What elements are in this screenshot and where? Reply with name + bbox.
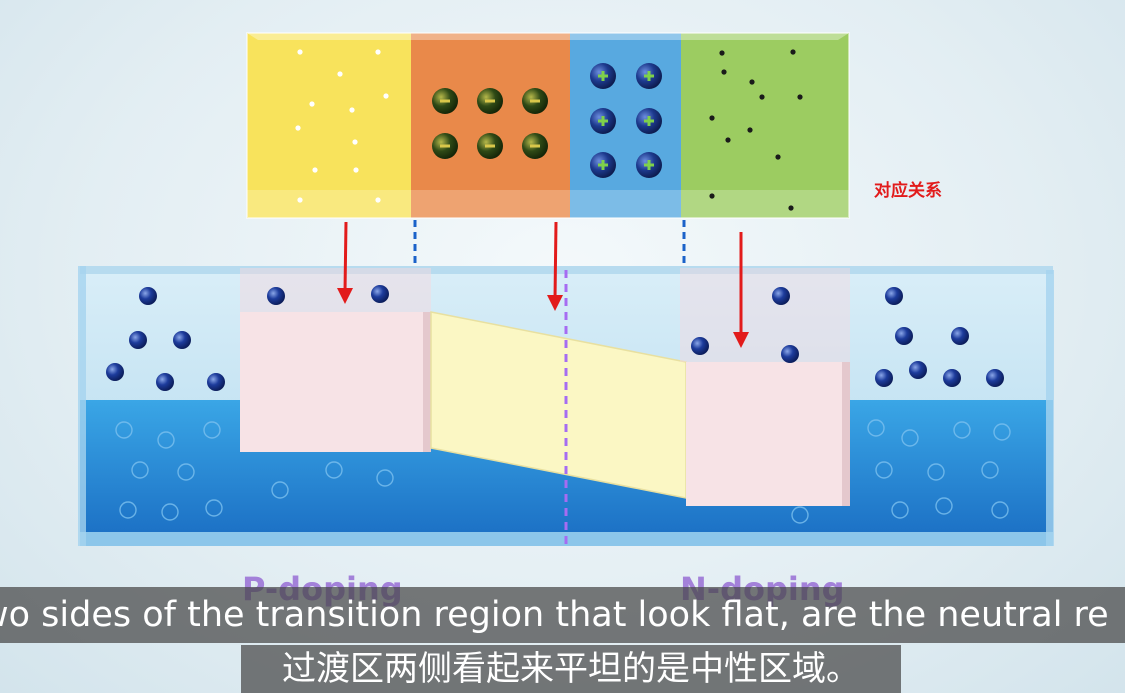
carrier-ball [267,287,285,305]
hole-dot [312,167,318,173]
carrier-ball [139,287,157,305]
carrier-ball [173,331,191,349]
positive-ion-icon [636,108,662,134]
tank-left-edge [78,266,86,546]
carrier-ball [156,373,174,391]
carrier-ball [909,361,927,379]
electron-dot [719,50,725,56]
negative-ion-icon [432,133,458,159]
p-type-strip [247,33,412,218]
electron-dot [709,115,715,121]
hole-dot [353,167,359,173]
p-block-side [423,312,431,452]
english-subtitle: wo sides of the transition region that l… [0,587,1125,643]
positive-ion-icon [636,152,662,178]
hole-dot [375,49,381,55]
electron-dot [709,193,715,199]
electron-dot [759,94,765,100]
electron-dot [775,154,781,160]
p-side-block [240,268,431,452]
carrier-ball [772,287,790,305]
negative-ion-icon [432,88,458,114]
positive-ion-icon [636,63,662,89]
hole-dot [383,93,389,99]
hole-dot [309,101,315,107]
hole-dot [375,197,381,203]
n-type-strip [681,33,849,218]
hole-dot [297,49,303,55]
carrier-ball [207,373,225,391]
depletion-positive-strip [570,33,682,218]
red-arrow-icon [337,221,353,304]
electron-dot [788,205,794,211]
carrier-ball [875,369,893,387]
carrier-balls [106,285,1004,391]
carrier-ball [691,337,709,355]
negative-ions [432,88,548,159]
negative-ion-icon [477,88,503,114]
negative-ion-icon [522,133,548,159]
carrier-ball [781,345,799,363]
n-block-body [686,362,842,506]
hole-dot [295,125,301,131]
p-block-shadow [240,268,431,312]
carrier-ball [951,327,969,345]
n-block-side [842,362,850,506]
positive-ions [590,63,662,178]
carrier-ball [943,369,961,387]
red-arrow-icon [733,232,749,348]
negative-ion-icon [477,133,503,159]
electron-dot [721,69,727,75]
bar-top-face [247,33,849,40]
correspondence-arrows [337,221,749,348]
hole-dot [297,197,303,203]
electron-dot [725,137,731,143]
carrier-ball [895,327,913,345]
english-subtitle-text: wo sides of the transition region that l… [0,595,1109,635]
bar-bottom-face [247,190,849,218]
hole-dot [349,107,355,113]
hole-dot [352,139,358,145]
positive-ion-icon [590,63,616,89]
red-arrow-icon [547,221,563,311]
electron-dot [790,49,796,55]
carrier-ball [129,331,147,349]
p-block-body [240,312,423,452]
correspondence-annotation: 对应关系 [874,181,942,201]
hole-dot [337,71,343,77]
positive-ion-icon [590,108,616,134]
carrier-ball [885,287,903,305]
water-bubbles [115,419,1011,524]
n-side-block [680,268,850,506]
electron-dot [747,127,753,133]
n-strip-electrons [709,49,803,211]
tank-right-edge [1046,270,1054,546]
electron-dot [797,94,803,100]
doping-bar [246,32,850,219]
carrier-ball [371,285,389,303]
bar-outline [246,32,850,219]
electron-dot [749,79,755,85]
chinese-subtitle: 过渡区两侧看起来平坦的是中性区域。 [241,645,901,693]
carrier-ball [986,369,1004,387]
positive-ion-icon [590,152,616,178]
depletion-negative-strip [411,33,571,218]
negative-ion-icon [522,88,548,114]
carrier-ball [106,363,124,381]
p-strip-holes [295,49,389,203]
